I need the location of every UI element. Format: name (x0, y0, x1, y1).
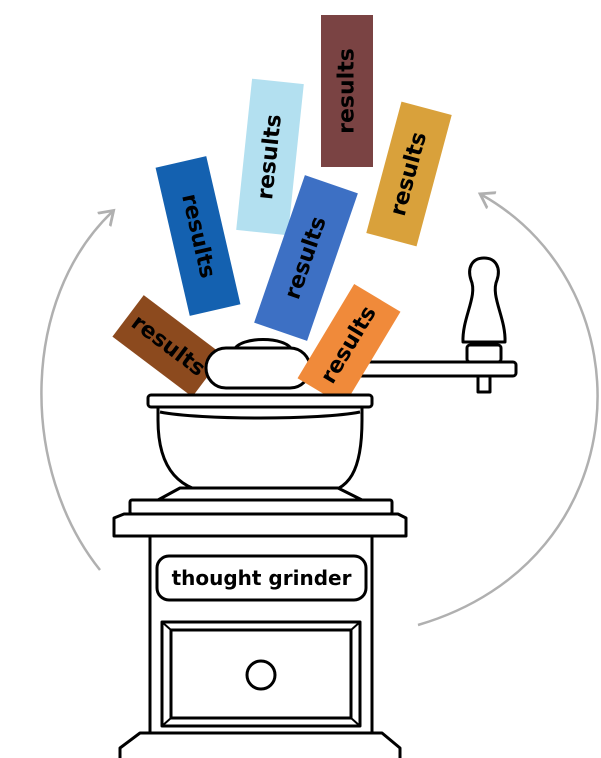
grinder-bowl (148, 395, 372, 500)
results-card-blue: results (156, 156, 241, 316)
grinder-label-plate: thought grinder (157, 556, 366, 600)
results-card-maroon-label: results (335, 48, 360, 134)
left-cycle-arrow (41, 212, 112, 570)
drawer-knob (247, 661, 275, 689)
grinder-drawer (162, 622, 360, 726)
results-card-maroon: results (321, 15, 373, 167)
right-cycle-arrow (418, 195, 598, 625)
results-card-gold: results (366, 102, 451, 247)
grinder-base (120, 733, 400, 758)
grinder-body-top (114, 500, 406, 536)
grinder-label: thought grinder (172, 566, 352, 590)
grinder-top-knob (206, 340, 310, 389)
